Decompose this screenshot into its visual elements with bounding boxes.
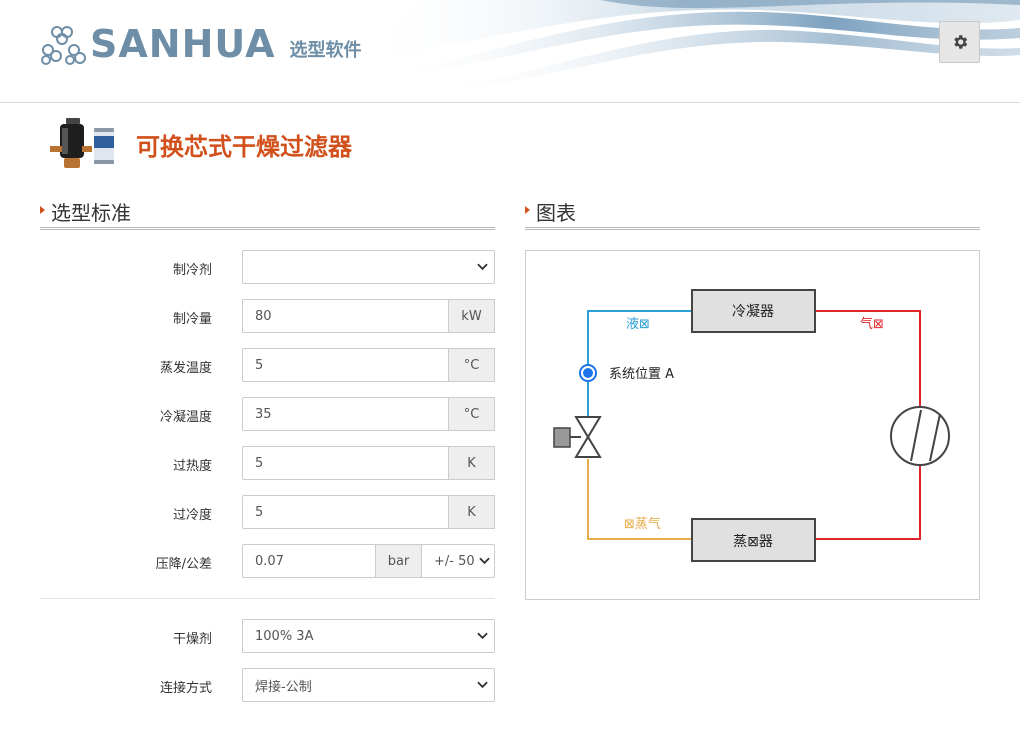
brand-logo: SANHUA 选型软件	[40, 20, 361, 68]
field-value: 35	[255, 406, 272, 422]
field-label: 过热度	[172, 459, 212, 474]
section-header-criteria: 选型标准	[40, 196, 495, 230]
refrigerant-select[interactable]	[242, 250, 495, 284]
field-label: 压降/公差	[155, 557, 212, 572]
form-divider	[40, 598, 495, 599]
field-label: 过冷度	[172, 508, 212, 523]
brand-subtitle: 选型软件	[289, 40, 362, 61]
form-row-connection: 连接方式 焊接-公制	[40, 668, 495, 702]
tolerance-select[interactable]: +/- 50	[421, 544, 495, 578]
product-heading: 可换芯式干燥过滤器	[48, 116, 352, 172]
unit-addon: bar	[375, 544, 422, 578]
field-label: 干燥剂	[172, 632, 212, 647]
gas-label: 气⊠	[860, 316, 884, 332]
chevron-down-icon	[470, 632, 494, 640]
field-value: 80	[255, 308, 272, 324]
form-row-subcooling: 过冷度 5 K	[40, 495, 495, 529]
subcooling-input[interactable]: 5	[242, 495, 449, 529]
settings-button[interactable]	[939, 21, 980, 63]
cond-temp-input[interactable]: 35	[242, 397, 449, 431]
unit-addon: K	[448, 495, 495, 529]
superheat-input[interactable]: 5	[242, 446, 449, 480]
condenser-label: 冷凝器	[732, 304, 774, 320]
unit-addon: K	[448, 446, 495, 480]
cycle-diagram-svg: 冷凝器 蒸⊠器 液⊠ 气⊠ ⊠蒸气 系统位置 A	[553, 289, 950, 562]
form-row-evap-temp: 蒸发温度 5 °C	[40, 348, 495, 382]
field-value: +/- 50	[434, 553, 475, 569]
section-title: 选型标准	[51, 201, 131, 225]
unit-addon: °C	[448, 348, 495, 382]
field-label: 连接方式	[159, 681, 212, 696]
form-row-superheat: 过热度 5 K	[40, 446, 495, 480]
gas-line-lower	[815, 466, 921, 540]
capacity-input[interactable]: 80	[242, 299, 449, 333]
vapor-line	[587, 459, 692, 540]
brand-name: SANHUA	[90, 22, 276, 66]
unit-addon: °C	[448, 397, 495, 431]
filter-drier-product-image	[50, 118, 114, 168]
field-value: 焊接-公制	[255, 679, 312, 695]
field-label: 蒸发温度	[159, 361, 212, 376]
chevron-down-icon	[475, 557, 494, 565]
refrigeration-cycle-diagram: 冷凝器 蒸⊠器 液⊠ 气⊠ ⊠蒸气 系统位置 A	[525, 250, 980, 600]
evap-temp-input[interactable]: 5	[242, 348, 449, 382]
evaporator-label: 蒸⊠器	[733, 534, 773, 550]
field-value: 0.07	[255, 553, 284, 569]
field-value: 5	[255, 357, 264, 373]
chevron-down-icon	[470, 681, 494, 689]
product-title: 可换芯式干燥过滤器	[136, 132, 352, 161]
liquid-label: 液⊠	[626, 317, 650, 332]
connection-select[interactable]: 焊接-公制	[242, 668, 495, 702]
form-row-desiccant: 干燥剂 100% 3A	[40, 619, 495, 653]
form-row-cond-temp: 冷凝温度 35 °C	[40, 397, 495, 431]
section-marker-icon	[40, 206, 45, 214]
section-marker-icon	[525, 206, 530, 214]
system-position-a-marker[interactable]	[579, 364, 597, 382]
gear-icon	[953, 35, 967, 49]
desiccant-select[interactable]: 100% 3A	[242, 619, 495, 653]
field-label: 制冷量	[172, 312, 212, 327]
app-header: SANHUA 选型软件	[0, 0, 1020, 103]
evaporator-box: 蒸⊠器	[691, 518, 816, 562]
section-title: 图表	[536, 201, 576, 225]
vapor-label: ⊠蒸气	[624, 516, 661, 532]
header-wave-decoration	[360, 0, 1020, 95]
form-row-refrigerant: 制冷剂	[40, 250, 495, 284]
pressure-drop-input[interactable]: 0.07	[242, 544, 376, 578]
field-label: 制冷剂	[172, 263, 212, 278]
field-value: 100% 3A	[255, 628, 314, 644]
flower-logo-icon	[41, 26, 86, 65]
chevron-down-icon	[470, 263, 494, 271]
field-value: 5	[255, 504, 264, 520]
field-label: 冷凝温度	[159, 410, 212, 425]
compressor-icon	[890, 406, 950, 466]
expansion-valve-icon	[553, 416, 602, 458]
unit-addon: kW	[448, 299, 495, 333]
gas-line	[815, 310, 921, 406]
form-row-pressure-drop: 压降/公差 0.07 bar +/- 50	[40, 544, 495, 578]
system-position-label: 系统位置 A	[609, 367, 674, 382]
form-row-capacity: 制冷量 80 kW	[40, 299, 495, 333]
section-header-chart: 图表	[525, 196, 980, 230]
field-value: 5	[255, 455, 264, 471]
condenser-box: 冷凝器	[691, 289, 816, 333]
